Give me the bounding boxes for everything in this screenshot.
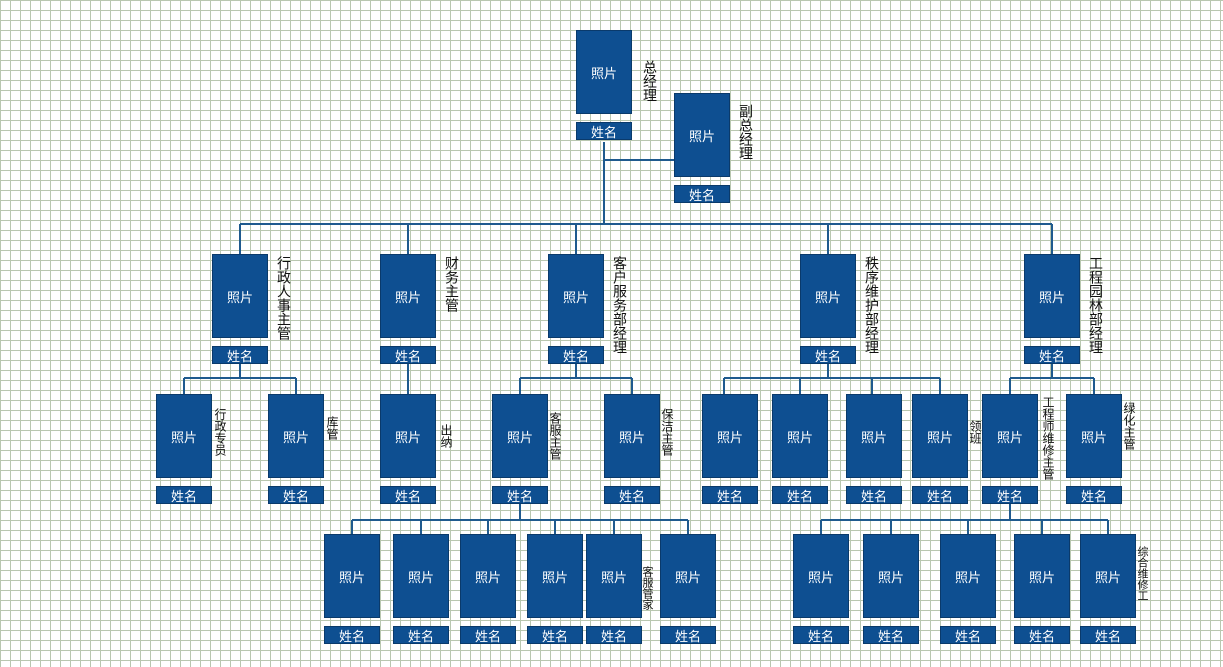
role-title-eng-supervisor: 工程师维修主管 — [1041, 396, 1055, 480]
photo-box: 照片 — [460, 534, 516, 618]
name-box: 姓名 — [548, 346, 604, 365]
role-title-admin-clerk: 行政专员 — [213, 408, 227, 456]
photo-box: 照片 — [793, 534, 849, 618]
role-title-housekeeper: 客服管家 — [641, 566, 654, 610]
name-box: 姓名 — [702, 486, 758, 505]
photo-box: 照片 — [674, 93, 730, 177]
name-box: 姓名 — [660, 626, 716, 645]
role-title-security-manager: 秩序维护部经理 — [863, 256, 879, 354]
photo-box: 照片 — [1066, 394, 1122, 478]
photo-box: 照片 — [1014, 534, 1070, 618]
name-box: 姓名 — [268, 486, 324, 505]
photo-box: 照片 — [912, 394, 968, 478]
role-title-finance-head: 财务主管 — [443, 256, 459, 312]
name-box: 姓名 — [793, 626, 849, 645]
role-title-maintenance-worker: 综合维修工 — [1136, 546, 1149, 601]
photo-box: 照片 — [268, 394, 324, 478]
name-box: 姓名 — [576, 122, 632, 141]
name-box: 姓名 — [800, 346, 856, 365]
name-box: 姓名 — [1014, 626, 1070, 645]
photo-box: 照片 — [586, 534, 642, 618]
role-title-eng-manager: 工程园林部经理 — [1087, 256, 1103, 354]
photo-box: 照片 — [324, 534, 380, 618]
name-box: 姓名 — [460, 626, 516, 645]
name-box: 姓名 — [863, 626, 919, 645]
photo-box: 照片 — [1024, 254, 1080, 338]
photo-box: 照片 — [800, 254, 856, 338]
photo-box: 照片 — [660, 534, 716, 618]
name-box: 姓名 — [772, 486, 828, 505]
role-title-cs-supervisor: 客服主管 — [548, 412, 562, 460]
name-box: 姓名 — [527, 626, 583, 645]
photo-box: 照片 — [982, 394, 1038, 478]
role-title-greening-supervisor: 绿化主管 — [1122, 402, 1136, 450]
role-title-vgm: 副总经理 — [737, 104, 753, 160]
name-box: 姓名 — [1066, 486, 1122, 505]
photo-box: 照片 — [702, 394, 758, 478]
name-box: 姓名 — [380, 346, 436, 365]
photo-box: 照片 — [380, 254, 436, 338]
photo-box: 照片 — [576, 30, 632, 114]
role-title-cleaning-supervisor: 保洁主管 — [660, 408, 674, 456]
photo-box: 照片 — [772, 394, 828, 478]
photo-box: 照片 — [527, 534, 583, 618]
name-box: 姓名 — [1080, 626, 1136, 645]
photo-box: 照片 — [492, 394, 548, 478]
name-box: 姓名 — [586, 626, 642, 645]
photo-box: 照片 — [1080, 534, 1136, 618]
role-title-admin-hr-head: 行政人事主管 — [275, 256, 291, 340]
role-title-cs-manager: 客户服务部经理 — [611, 256, 627, 354]
photo-box: 照片 — [393, 534, 449, 618]
photo-box: 照片 — [212, 254, 268, 338]
name-box: 姓名 — [393, 626, 449, 645]
name-box: 姓名 — [1024, 346, 1080, 365]
name-box: 姓名 — [324, 626, 380, 645]
role-title-gm: 总经理 — [641, 60, 657, 102]
name-box: 姓名 — [940, 626, 996, 645]
photo-box: 照片 — [380, 394, 436, 478]
photo-box: 照片 — [548, 254, 604, 338]
name-box: 姓名 — [212, 346, 268, 365]
name-box: 姓名 — [846, 486, 902, 505]
photo-box: 照片 — [863, 534, 919, 618]
photo-box: 照片 — [604, 394, 660, 478]
photo-box: 照片 — [156, 394, 212, 478]
name-box: 姓名 — [380, 486, 436, 505]
role-title-warehouse: 库管 — [325, 416, 339, 440]
name-box: 姓名 — [674, 185, 730, 204]
photo-box: 照片 — [940, 534, 996, 618]
role-title-squad-leader: 领班 — [968, 420, 982, 444]
photo-box: 照片 — [846, 394, 902, 478]
name-box: 姓名 — [604, 486, 660, 505]
name-box: 姓名 — [912, 486, 968, 505]
role-title-cashier: 出纳 — [439, 424, 453, 448]
name-box: 姓名 — [156, 486, 212, 505]
name-box: 姓名 — [982, 486, 1038, 505]
name-box: 姓名 — [492, 486, 548, 505]
